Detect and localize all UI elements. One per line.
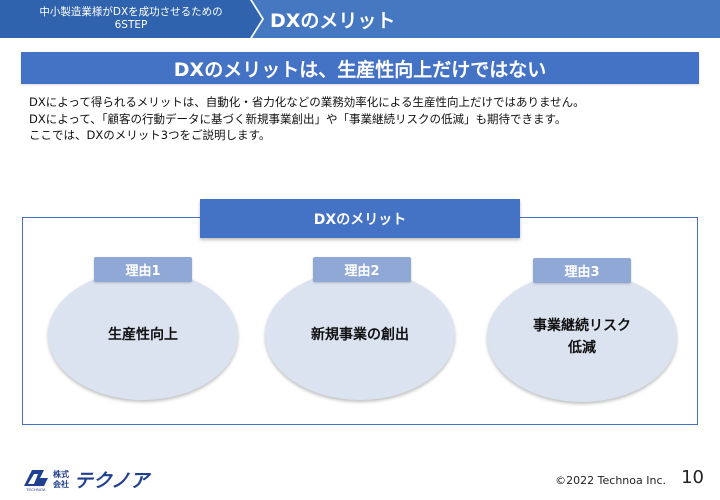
reason-1-ellipse: 生産性向上	[48, 270, 238, 400]
slide-title-bar: DXのメリットは、生産性向上だけではない	[21, 52, 699, 84]
header-subtitle-line1: 中小製造業様がDXを成功させるための	[39, 6, 223, 18]
logo-brand-text: テクノア	[74, 470, 152, 492]
reason-1-tag: 理由1	[94, 257, 192, 282]
reason-2-ellipse: 新規事業の創出	[265, 270, 455, 400]
merits-panel-label: DXのメリット	[200, 199, 520, 238]
description-line-1: DXによって得られるメリットは、自動化・省力化などの業務効率化による生産性向上だ…	[29, 95, 585, 109]
header-section-title: DXのメリット	[252, 0, 720, 38]
reason-3-tag: 理由3	[533, 258, 631, 283]
description-text: DXによって得られるメリットは、自動化・省力化などの業務効率化による生産性向上だ…	[29, 94, 699, 144]
reason-3-text-line2: 低減	[568, 340, 596, 356]
slide-title: DXのメリットは、生産性向上だけではない	[173, 58, 547, 81]
reason-2-tag: 理由2	[313, 257, 411, 282]
logo-small-2: 会社	[53, 479, 69, 489]
reason-3-tag-text: 理由3	[564, 265, 600, 280]
description-line-3: ここでは、DXのメリット3つをご説明します。	[29, 128, 271, 142]
merits-panel-label-text: DXのメリット	[313, 211, 407, 228]
company-logo: TECHNOA 株式 会社 テクノア	[22, 466, 158, 492]
logo-sub-text: TECHNOA	[26, 487, 46, 492]
reason-2-text: 新規事業の創出	[311, 327, 409, 343]
reason-1-tag-text: 理由1	[125, 264, 161, 279]
technoa-logo-icon: TECHNOA 株式 会社 テクノア	[24, 469, 152, 492]
reason-1-text: 生産性向上	[108, 327, 178, 343]
header-subtitle-line2: 6STEP	[114, 19, 148, 31]
header-subtitle: 中小製造業様がDXを成功させるための 6STEP	[0, 0, 262, 38]
reason-3-ellipse: 事業継続リスク 低減	[487, 272, 677, 402]
reason-3-text-line1: 事業継続リスク	[533, 318, 631, 334]
section-title-text: DXのメリット	[270, 9, 396, 32]
reason-2-tag-text: 理由2	[344, 264, 380, 279]
copyright-text: ©2022 Technoa Inc.	[555, 474, 666, 487]
logo-small-1: 株式	[53, 469, 69, 479]
description-line-2: DXによって、「顧客の行動データに基づく新規事業創出」や「事業継続リスクの低減」…	[29, 111, 567, 126]
page-number: 10	[681, 467, 704, 488]
